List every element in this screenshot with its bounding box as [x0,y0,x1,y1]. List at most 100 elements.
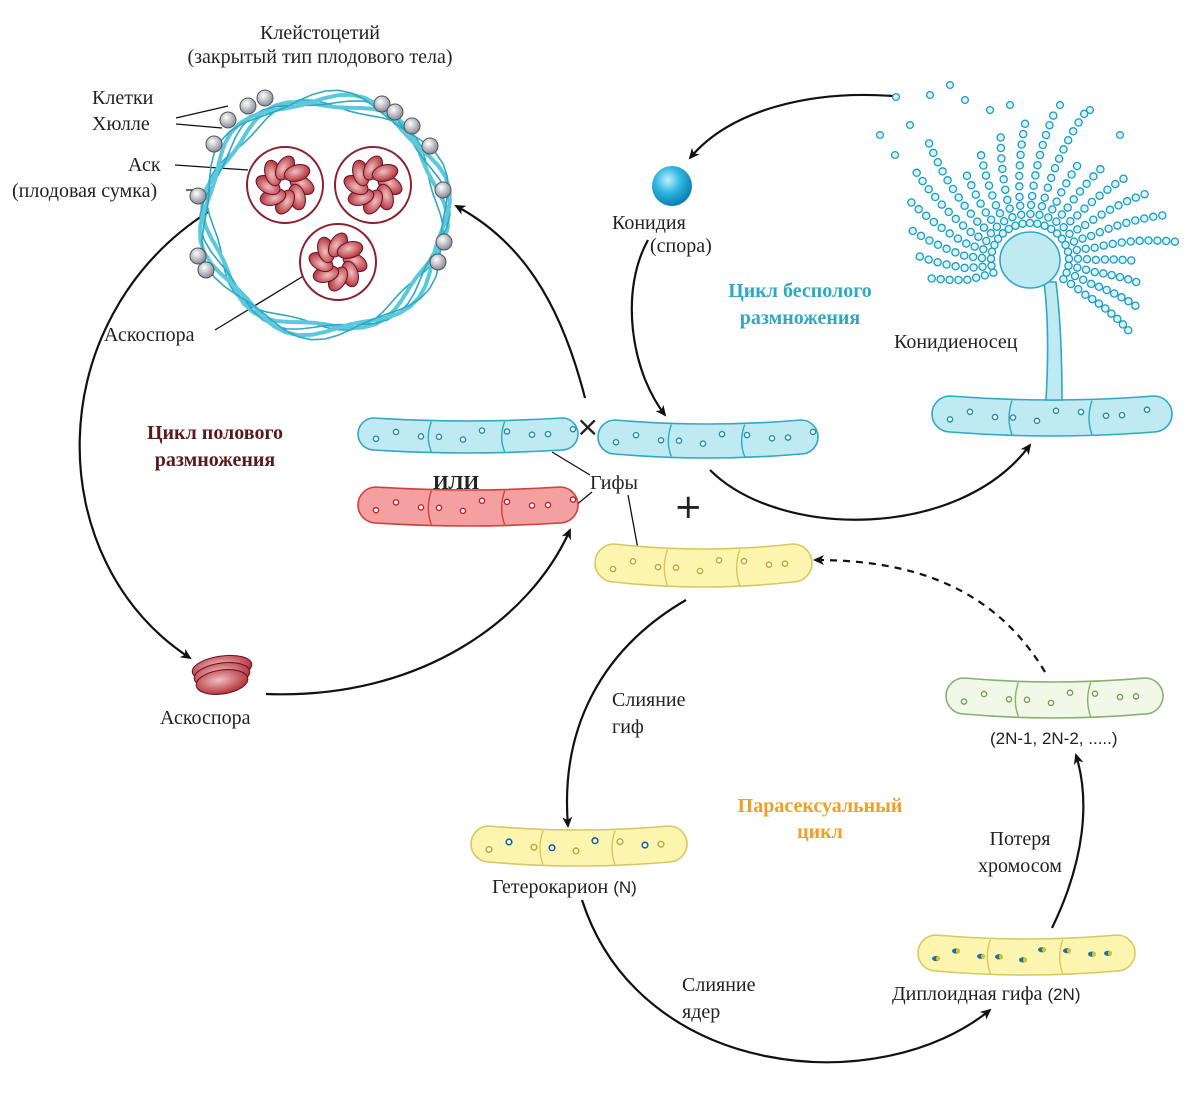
conidium-chain-bead [1114,201,1123,210]
nucleus [569,496,577,503]
hulle-cell [434,181,452,199]
nucleus [715,556,723,564]
conidium-chain-bead [995,209,1005,218]
ascospore [283,164,311,182]
conidium-chain-bead [951,262,960,271]
conidium-chain-bead [974,232,983,241]
nucleus [1023,696,1031,704]
conidium-chain-bead [958,221,968,230]
label-nuclear-fusion-2: ядер [682,1001,721,1023]
conidium-chain-bead [1086,279,1096,289]
label-parasexual-cycle-1: Парасексуальный [737,795,903,817]
label-hulle-2: Хюлле [92,113,150,135]
nucleus [991,413,999,421]
conidium-chain-bead [1153,236,1162,245]
conidium-chain-bead [1107,309,1116,318]
conidium-chain-bead [1050,163,1060,173]
free-conidium [925,90,935,100]
conidium-chain-bead [1090,267,1100,277]
conidium-chain-bead [1101,304,1110,313]
conidium-chain-bead [1095,227,1105,237]
conidium-chain-bead [966,209,976,219]
conidium-chain-bead [1048,205,1057,214]
conidium-chain-bead [1016,150,1025,160]
conidium-chain-bead [1016,210,1026,220]
conidium-chain-bead [1090,243,1099,252]
arrow-hyphae-to-conidiophore [709,443,1032,521]
nucleus [435,433,443,441]
conidium-chain-bead [1044,213,1053,222]
nucleus [417,504,425,511]
label-hyphal-fusion-1: Слияние [612,689,686,711]
conidium-chain-bead [1064,254,1074,263]
nucleus [946,416,954,423]
nucleus [1143,406,1151,414]
conidium-chain-bead [976,199,985,208]
arrow-heterokaryon-to-diploid [580,899,992,1064]
hypha-tube [597,419,819,459]
septum [1058,939,1064,974]
conidium-chain-bead [1026,209,1035,219]
label-ascospore-bottom: Аскоспора [160,707,251,729]
nucleus [616,838,624,846]
hypha-teal-left [357,417,579,454]
conidium-chain-bead [1074,118,1083,127]
conidium-chain-bead [1117,238,1126,247]
free-conidium [960,95,970,105]
hulle-cell [403,117,421,135]
ascospore [371,164,399,182]
conidium-chain-bead [967,181,976,190]
nucleus [1042,947,1046,953]
conidium-chain-bead [1161,236,1171,246]
conidium-chain-bead [916,231,926,241]
label-cleistothecium-sub: (закрытый тип плодового тела) [187,46,453,68]
nucleus [417,433,425,440]
conidium-chain-bead [1081,265,1091,274]
conidium-chain-bead [982,236,991,246]
nucleus [999,954,1003,960]
label-hulle-1: Клетки [92,87,154,109]
conidium-chain-bead [1040,193,1049,202]
conidium-chain-bead [938,167,947,176]
conidium-chain-bead [1117,293,1126,302]
arrow-aneuploid-to-hyphae-dashed [813,555,1046,673]
hulle-cell [189,187,207,205]
conidium-chain-bead [976,151,986,160]
nucleus [544,501,552,509]
conidium-chain-bead [1057,234,1067,244]
conidium-chain-bead [945,229,954,238]
septum [735,549,741,586]
conidium-chain-bead [1123,275,1133,284]
conidium-chain-bead [1097,210,1106,219]
hypha-diploid [917,934,1136,976]
label-hyphae: Гифы [590,472,638,494]
septum [427,421,432,452]
nucleus [1067,948,1071,954]
nucleus [765,561,773,568]
nucleus [699,440,707,448]
conidium-chain-bead [1111,179,1120,189]
conidium-chain-bead [1046,224,1056,234]
nucleus [966,408,974,416]
diploid-name: Диплоидная гифа [892,983,1043,1005]
free-conidium [1115,130,1125,140]
conidium-chain-bead [933,257,942,267]
nucleus [981,953,985,959]
nucleus [392,428,400,436]
conidium-chain-bead [998,164,1007,174]
nucleus [530,843,538,851]
nucleus [503,428,511,435]
conidium-chain-bead [1049,111,1058,120]
nucleus [1077,408,1085,416]
conidium-chain-bead [1087,197,1097,207]
cleistothecium-wall [198,92,452,338]
conidium-chain-bead [924,139,934,148]
label-chromosome-loss-2: хромосом [978,855,1062,877]
hypha-tube [945,677,1164,719]
conidium-chain-bead [1069,195,1078,204]
conidium-chain-bead [1119,174,1128,183]
conidium-chain-bead [986,229,996,238]
nucleus [657,840,665,848]
conidium-chain-bead [908,226,917,236]
free-conidium [945,80,955,90]
